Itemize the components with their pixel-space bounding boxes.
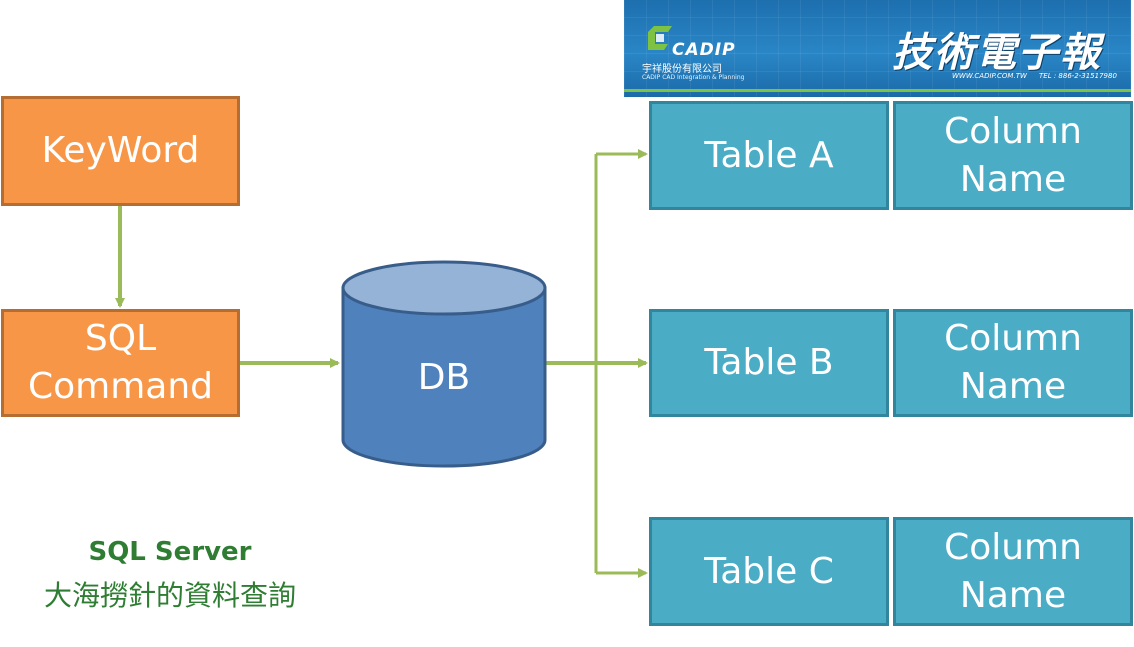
banner-tel: TEL : 886-2-31517980 — [1039, 72, 1117, 80]
table-b-label: Table B — [704, 342, 834, 383]
banner-stripe — [624, 89, 1131, 92]
company-name: 宇祥股份有限公司 — [642, 64, 722, 75]
table-c-label: Table C — [704, 550, 834, 592]
column-c-line2: Name — [959, 574, 1067, 616]
column-name-b-box: Column Name — [893, 309, 1133, 417]
banner-url: WWW.CADIP.COM.TW — [952, 72, 1027, 80]
column-a-line1: Column — [944, 110, 1082, 152]
logo-text: CADIP — [672, 40, 736, 60]
table-a-box: Table A — [649, 101, 889, 210]
cadip-logo-icon — [648, 26, 672, 50]
caption-subtitle: 大海撈針的資料查詢 — [43, 579, 296, 612]
column-a-line2: Name — [959, 158, 1067, 200]
column-name-a-box: Column Name — [893, 101, 1133, 210]
db-label: DB — [343, 340, 545, 416]
keyword-box: KeyWord — [1, 96, 240, 206]
banner-title: 技術電子報 — [892, 29, 1102, 76]
company-subtitle: CADIP CAD Integration & Planning — [642, 74, 745, 81]
table-a-label: Table A — [704, 134, 834, 176]
banner-pattern — [624, 0, 1131, 97]
sql-label-line2: Command — [27, 366, 214, 407]
sql-label-line1: SQL — [84, 318, 157, 359]
cadip-banner: CADIP 宇祥股份有限公司 CADIP CAD Integration & P… — [624, 0, 1131, 97]
table-b-box: Table B — [649, 309, 889, 417]
db-text: DB — [417, 357, 471, 398]
sql-command-box: SQL Command — [1, 309, 240, 417]
table-c-box: Table C — [649, 517, 889, 626]
column-b-line1: Column — [944, 318, 1082, 359]
keyword-label: KeyWord — [41, 130, 200, 171]
column-b-line2: Name — [959, 366, 1067, 407]
db-cylinder — [341, 260, 547, 468]
caption-title: SQL Server — [88, 537, 252, 567]
column-c-line1: Column — [944, 526, 1082, 568]
column-name-c-box: Column Name — [893, 517, 1133, 626]
